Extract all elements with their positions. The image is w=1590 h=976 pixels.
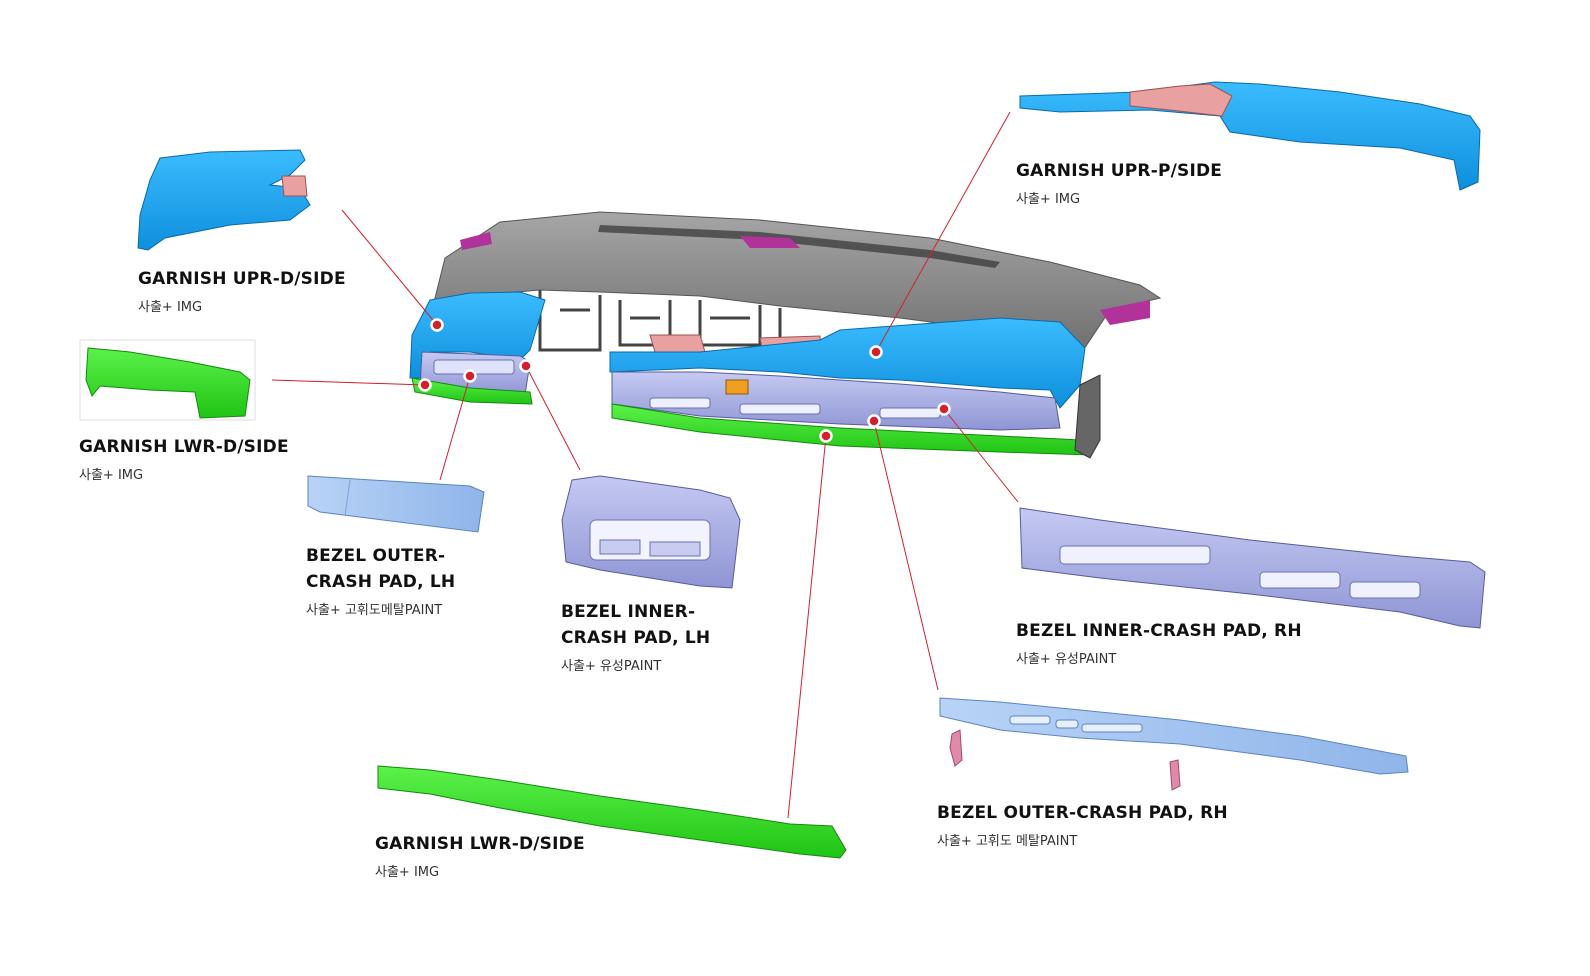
assembly-end-cap-rh <box>1074 374 1101 459</box>
callout-dots <box>418 318 951 443</box>
label-bezel-inner-crash-pad-rh: BEZEL INNER-CRASH PAD, RH 사출+ 유성PAINT <box>1016 618 1302 670</box>
part-title: CRASH PAD, LH <box>306 572 456 592</box>
part-bezel-outer-rh <box>939 697 1409 791</box>
part-garnish-lwr-d-side-left <box>79 339 256 421</box>
assembly-bezel-inner-rh <box>611 371 1061 431</box>
part-process: 사출+ 고휘도 메탈PAINT <box>937 834 1078 849</box>
assembly-garnish-lwr-lh <box>411 377 533 405</box>
leader-lines <box>271 111 1019 819</box>
part-process: 사출+ IMG <box>138 300 203 315</box>
part-process: 사출+ 유성PAINT <box>561 659 662 674</box>
part-process: 사출+ 고휘도메탈PAINT <box>306 603 443 618</box>
part-bezel-outer-lh <box>307 475 485 533</box>
hazard-switch <box>725 379 749 395</box>
label-garnish-lwr-d-side-left: GARNISH LWR-D/SIDE 사출+ IMG <box>79 434 289 486</box>
part-process: 사출+ 유성PAINT <box>1016 652 1117 667</box>
part-title: GARNISH LWR-D/SIDE <box>375 834 585 854</box>
part-title: BEZEL INNER- <box>561 602 696 622</box>
defrost-slot <box>598 225 1000 268</box>
part-process: 사출+ IMG <box>79 468 144 483</box>
label-garnish-upr-p-side: GARNISH UPR-P/SIDE 사출+ IMG <box>1016 158 1222 210</box>
part-title: BEZEL INNER-CRASH PAD, RH <box>1016 621 1302 641</box>
assembly-garnish-upr-p <box>609 317 1086 409</box>
part-process: 사출+ IMG <box>375 865 440 880</box>
part-title: GARNISH LWR-D/SIDE <box>79 437 289 457</box>
part-title: CRASH PAD, LH <box>561 628 711 648</box>
part-garnish-upr-p-side <box>1019 81 1481 191</box>
part-bezel-inner-lh <box>561 475 741 589</box>
part-process: 사출+ IMG <box>1016 192 1081 207</box>
center-frame <box>538 290 782 352</box>
part-title: GARNISH UPR-P/SIDE <box>1016 161 1223 181</box>
label-bezel-inner-crash-pad-lh: BEZEL INNER- CRASH PAD, LH 사출+ 유성PAINT <box>561 599 710 677</box>
part-bezel-inner-rh <box>1019 507 1486 629</box>
crash-pad-assembly <box>409 211 1162 459</box>
part-garnish-upr-d-side <box>137 149 311 251</box>
assembly-vents-rh <box>649 397 941 419</box>
label-garnish-upr-d-side: GARNISH UPR-D/SIDE 사출+ IMG <box>138 266 346 318</box>
part-title: BEZEL OUTER-CRASH PAD, RH <box>937 803 1228 823</box>
part-title: GARNISH UPR-D/SIDE <box>138 269 346 289</box>
label-garnish-lwr-d-side-bottom: GARNISH LWR-D/SIDE 사출+ IMG <box>375 831 585 883</box>
label-bezel-outer-crash-pad-lh: BEZEL OUTER- CRASH PAD, LH 사출+ 고휘도메탈PAIN… <box>306 543 455 621</box>
part-title: BEZEL OUTER- <box>306 546 446 566</box>
part-garnish-lwr-d-side-bottom <box>377 765 847 859</box>
label-bezel-outer-crash-pad-rh: BEZEL OUTER-CRASH PAD, RH 사출+ 고휘도 메탈PAIN… <box>937 800 1228 852</box>
